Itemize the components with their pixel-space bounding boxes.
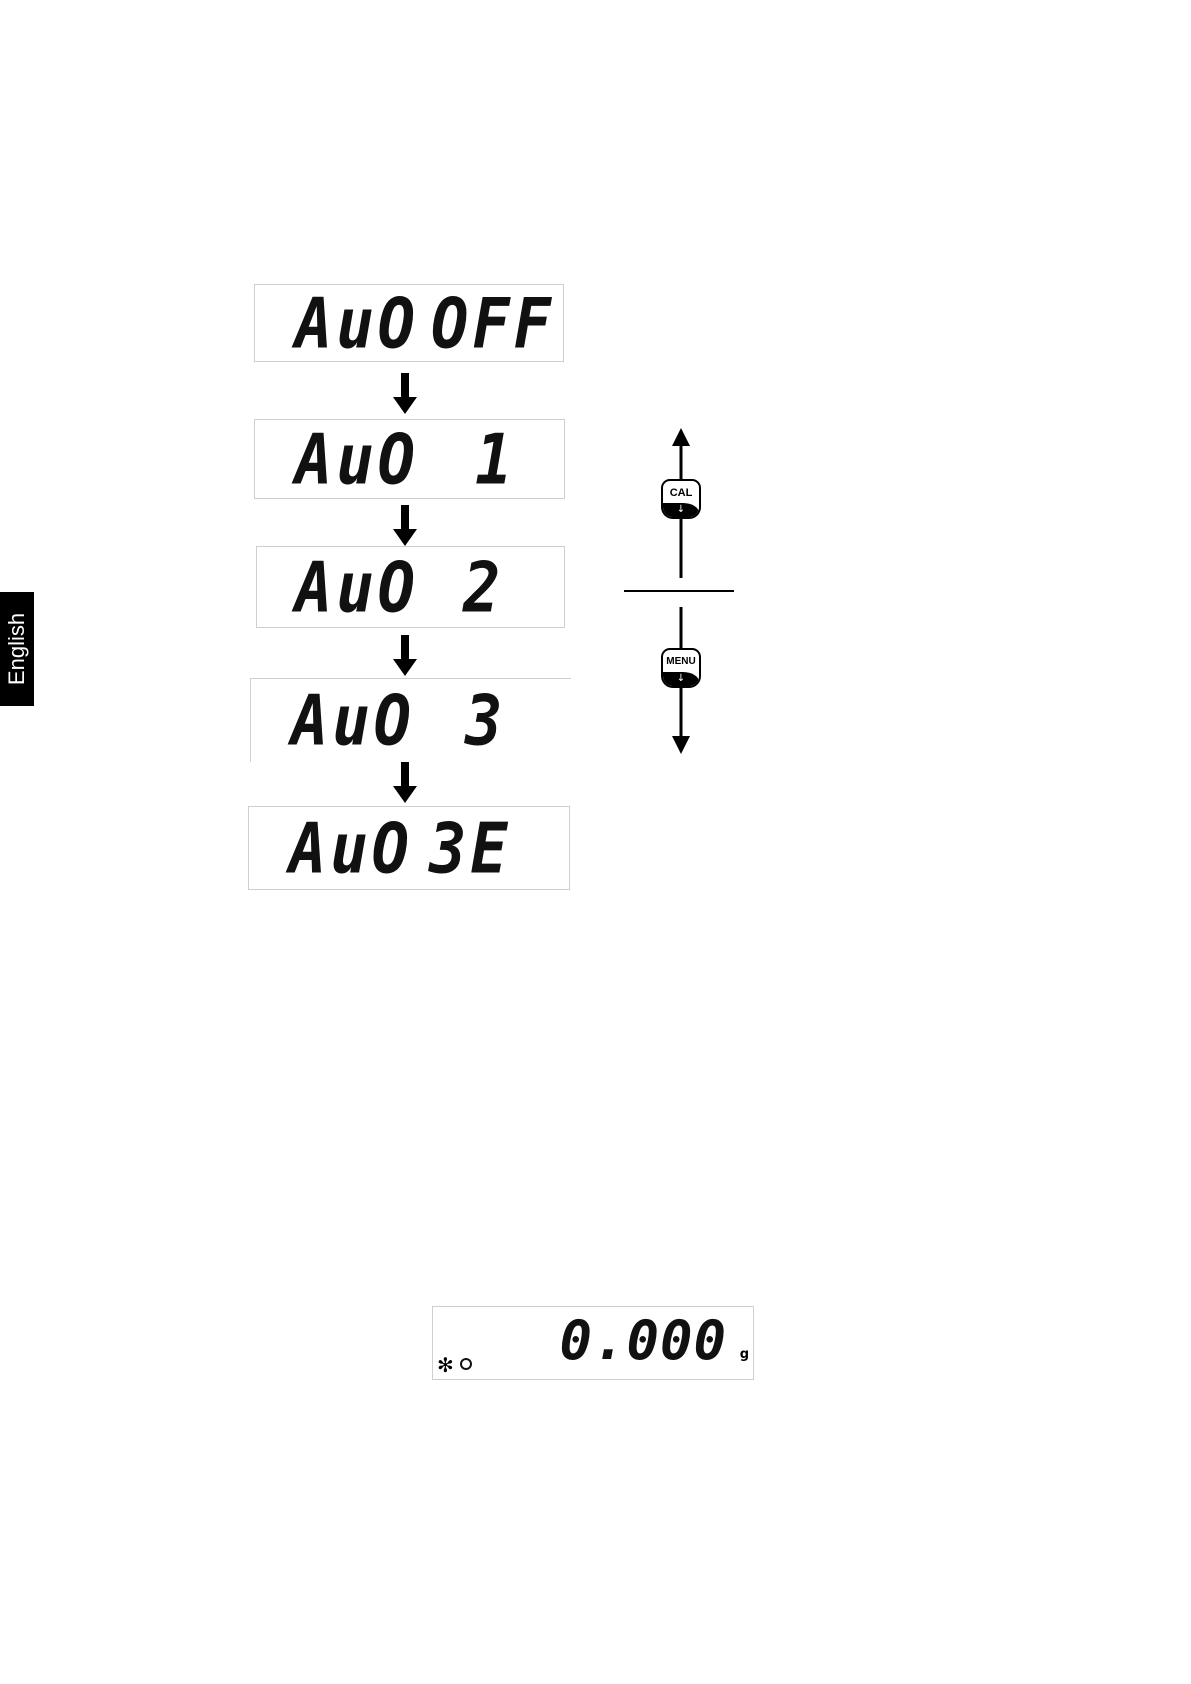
weight-value: 0.000 [559, 1309, 727, 1372]
down-arrow-icon [392, 762, 418, 804]
language-label: English [4, 613, 30, 685]
cal-key-label: CAL [663, 487, 699, 499]
down-arrow-icon [392, 505, 418, 547]
zero-indicator-icon [460, 1358, 472, 1370]
down-arrow-icon [392, 635, 418, 677]
menu-display-3e: AuO 3E [248, 806, 570, 890]
display-right-text: 3 [465, 674, 506, 767]
menu-display-1: AuO 1 [254, 419, 565, 499]
key-arrow-icon: ↓ [663, 503, 699, 517]
display-left-text: AuO [295, 280, 419, 365]
arrow-down-icon [672, 736, 690, 754]
display-left-text: AuO [295, 415, 419, 502]
display-right-text: 1 [475, 415, 516, 502]
display-right-text: 3E [429, 802, 512, 894]
menu-display-3: AuO 3 [250, 678, 571, 762]
display-left-text: AuO [289, 802, 413, 894]
weight-display: 0.000 g ✻ [432, 1306, 754, 1380]
stability-icon: ✻ [437, 1353, 454, 1377]
menu-key[interactable]: MENU ↓ [661, 648, 701, 688]
language-tab: English [0, 592, 34, 706]
menu-display-off: AuO OFF [254, 284, 564, 362]
key-arrow-icon: ↓ [663, 672, 699, 686]
arrow-up-icon [672, 428, 690, 446]
menu-display-2: AuO 2 [256, 546, 565, 628]
display-left-text: AuO [295, 542, 419, 632]
down-arrow-icon [392, 373, 418, 415]
display-left-text: AuO [291, 674, 415, 767]
display-right-text: OFF [431, 280, 555, 365]
cal-key[interactable]: CAL ↓ [661, 479, 701, 519]
display-right-text: 2 [463, 542, 504, 632]
weight-unit: g [740, 1347, 749, 1362]
menu-key-label: MENU [663, 656, 699, 667]
